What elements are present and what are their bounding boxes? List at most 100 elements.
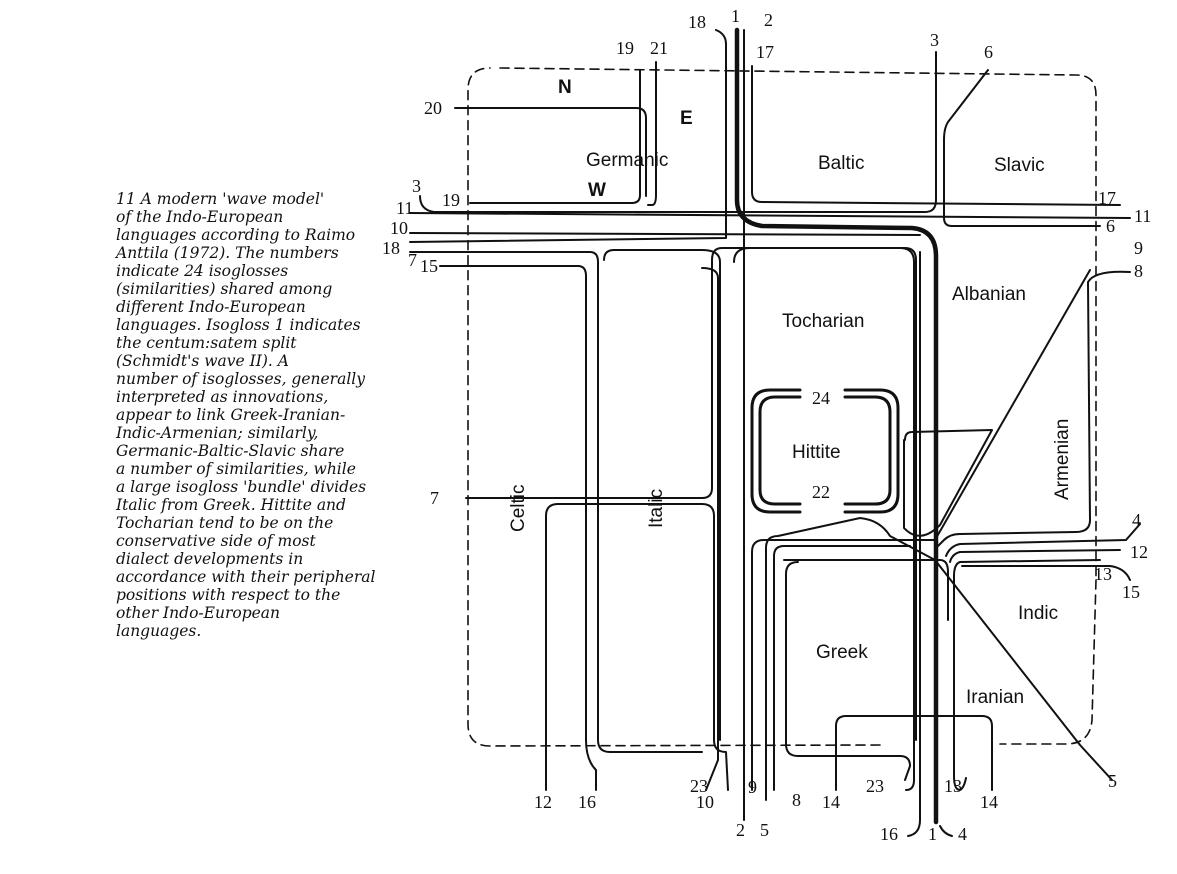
isogloss-label: 24 bbox=[812, 388, 830, 408]
isogloss-label: 18 bbox=[382, 238, 400, 258]
isogloss-label: 23 bbox=[690, 776, 708, 796]
caption-line: different Indo-European bbox=[116, 298, 306, 316]
isogloss-label: 23 bbox=[866, 776, 884, 796]
caption-line: languages. Isogloss 1 indicates bbox=[116, 316, 361, 334]
lang-indic: Indic bbox=[1018, 603, 1058, 624]
isogloss-15 bbox=[439, 265, 597, 791]
isogloss-label: 22 bbox=[812, 482, 830, 502]
isogloss-label: 5 bbox=[760, 820, 769, 840]
isogloss-label: 7 bbox=[430, 488, 439, 508]
isogloss-label: 1 bbox=[731, 6, 740, 26]
isogloss-label: 8 bbox=[1134, 261, 1143, 281]
caption-line: the centum:satem split bbox=[116, 334, 297, 352]
caption-line: indicate 24 isoglosses bbox=[116, 262, 289, 280]
isogloss-label: 13 bbox=[1094, 564, 1112, 584]
isogloss-4b bbox=[939, 825, 953, 837]
isogloss-8 bbox=[935, 270, 1131, 549]
isogloss-10 bbox=[409, 232, 921, 236]
isogloss-label: 9 bbox=[748, 777, 757, 797]
caption-line: Indic-Armenian; similarly, bbox=[116, 424, 319, 442]
isogloss-label: 12 bbox=[534, 792, 552, 812]
caption-line: positions with respect to the bbox=[116, 586, 341, 604]
lang-celtic: Celtic bbox=[508, 484, 529, 532]
lang-germanic: Germanic bbox=[586, 150, 668, 171]
lang-greek: Greek bbox=[816, 642, 868, 663]
direction-east: E bbox=[680, 108, 693, 129]
isogloss-label: 20 bbox=[424, 98, 442, 118]
caption-line: number of isoglosses, generally bbox=[116, 370, 366, 388]
isogloss-label: 6 bbox=[1106, 216, 1115, 236]
caption-line: dialect developments in bbox=[116, 550, 304, 568]
isogloss-12b bbox=[949, 549, 1121, 563]
isogloss-1 bbox=[734, 27, 939, 825]
caption-line: accordance with their peripheral bbox=[116, 568, 376, 586]
lang-baltic: Baltic bbox=[818, 153, 864, 174]
caption-line: of the Indo-European bbox=[116, 208, 284, 226]
isogloss-10b bbox=[733, 247, 915, 791]
isogloss-23 bbox=[701, 267, 719, 791]
caption-line: languages according to Raimo bbox=[116, 226, 356, 244]
isogloss-19 bbox=[469, 69, 641, 204]
caption-line: Tocharian tend to be on the bbox=[116, 514, 334, 532]
isogloss-label: 13 bbox=[944, 776, 962, 796]
isogloss-label: 11 bbox=[1134, 206, 1151, 226]
isogloss-label: 10 bbox=[696, 792, 714, 812]
isogloss-7b bbox=[465, 247, 917, 741]
isogloss-5 bbox=[765, 517, 1113, 801]
isogloss-label: 6 bbox=[984, 42, 993, 62]
isogloss-9 bbox=[751, 269, 1091, 791]
isogloss-label: 16 bbox=[578, 792, 596, 812]
isogloss-17 bbox=[751, 65, 1121, 206]
lang-tocharian: Tocharian bbox=[782, 311, 864, 332]
isogloss-label: 14 bbox=[980, 792, 998, 812]
isogloss-label: 21 bbox=[650, 38, 668, 58]
isogloss-18 bbox=[409, 29, 727, 243]
isogloss-label: 14 bbox=[822, 792, 840, 812]
isogloss-11 bbox=[409, 212, 1131, 219]
isogloss-label: 1 bbox=[928, 824, 937, 844]
lang-italic: Italic bbox=[646, 489, 667, 528]
isogloss-label: 8 bbox=[792, 790, 801, 810]
isogloss-label: 4 bbox=[958, 824, 967, 844]
direction-north: N bbox=[558, 77, 572, 98]
caption-line: appear to link Greek-Iranian- bbox=[116, 406, 346, 424]
isogloss-8b bbox=[773, 545, 911, 791]
figure-caption: 11 A modern 'wave model' of the Indo-Eur… bbox=[116, 190, 376, 640]
caption-line: Italic from Greek. Hittite and bbox=[116, 496, 346, 514]
isogloss-13 bbox=[953, 559, 1101, 791]
caption-line: other Indo-European bbox=[116, 604, 281, 622]
isogloss-24 bbox=[758, 395, 892, 506]
isogloss-16b bbox=[907, 251, 921, 837]
isogloss-label: 15 bbox=[1122, 582, 1140, 602]
isogloss-label: 17 bbox=[756, 42, 774, 62]
caption-line: Germanic-Baltic-Slavic share bbox=[116, 442, 345, 460]
caption-line: (Schmidt's wave II). A bbox=[116, 352, 289, 370]
isogloss-label: 19 bbox=[616, 38, 634, 58]
caption-line: a number of similarities, while bbox=[116, 460, 356, 478]
isogloss-label: 15 bbox=[420, 256, 438, 276]
caption-line: 11 A modern 'wave model' bbox=[116, 190, 325, 208]
isogloss-label: 12 bbox=[1130, 542, 1148, 562]
isogloss-label: 3 bbox=[412, 176, 421, 196]
caption-line: languages. bbox=[116, 622, 202, 640]
ie-area-boundary bbox=[467, 67, 1097, 747]
isogloss-label: 17 bbox=[1098, 188, 1116, 208]
isogloss-label: 19 bbox=[442, 190, 460, 210]
direction-west: W bbox=[588, 180, 606, 201]
isogloss-label: 18 bbox=[688, 12, 706, 32]
isogloss-20 bbox=[454, 107, 647, 197]
isogloss-7 bbox=[409, 251, 703, 753]
isogloss-label: 11 bbox=[396, 198, 413, 218]
isogloss-3 bbox=[419, 51, 937, 213]
isogloss-label: 9 bbox=[1134, 238, 1143, 258]
isogloss-21 bbox=[647, 61, 657, 206]
isogloss-15b bbox=[961, 565, 1131, 581]
lang-albanian: Albanian bbox=[952, 284, 1026, 305]
isogloss-label: 3 bbox=[930, 30, 939, 50]
isogloss-label: 5 bbox=[1108, 771, 1117, 791]
isogloss-label: 10 bbox=[390, 218, 408, 238]
isogloss-label: 4 bbox=[1132, 510, 1141, 530]
caption-line: interpreted as innovations, bbox=[116, 388, 329, 406]
isogloss-23b bbox=[783, 559, 949, 621]
